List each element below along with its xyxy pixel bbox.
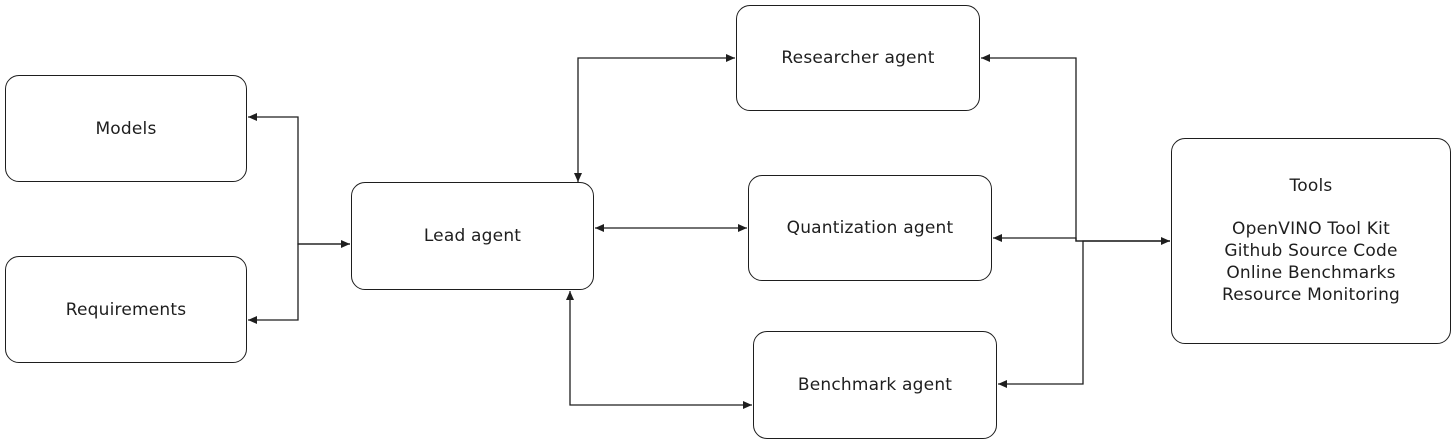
requirements-box: Requirements [5,256,247,363]
models-label: Models [95,118,157,139]
tools-title: Tools [1289,176,1333,196]
researcher-agent-box: Researcher agent [736,5,980,111]
quantization-agent-box: Quantization agent [748,175,992,281]
lead-agent-label: Lead agent [423,226,522,246]
quantization-agent-label: Quantization agent [786,218,954,238]
benchmark-agent-box: Benchmark agent [753,331,997,439]
benchmark-agent-label: Benchmark agent [797,375,953,395]
edge-lead-researcher [574,54,735,182]
tools-item-monitoring: Resource Monitoring [1221,285,1401,305]
edge-lead-models [248,113,350,248]
edge-tools-benchmark [998,240,1170,388]
tools-item-benchmarks: Online Benchmarks [1226,263,1396,283]
edge-lead-requirements [248,243,350,324]
tools-box: Tools OpenVINO Tool Kit Github Source Co… [1171,138,1451,344]
tools-item-openvino: OpenVINO Tool Kit [1232,219,1390,239]
researcher-agent-label: Researcher agent [781,48,935,68]
models-box: Models [5,75,247,182]
edge-tools-researcher [981,54,1170,245]
requirements-label: Requirements [65,299,187,320]
tools-item-github: Github Source Code [1224,241,1398,261]
edge-lead-benchmark [566,291,752,409]
lead-agent-box: Lead agent [351,182,594,290]
